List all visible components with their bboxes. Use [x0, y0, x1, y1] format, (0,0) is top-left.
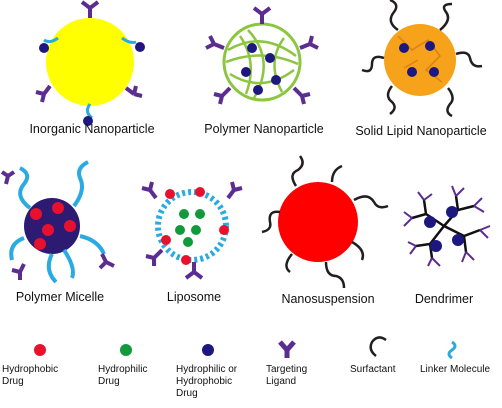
surfactant [361, 0, 483, 118]
legend-line: Linker Molecule [420, 364, 491, 375]
dendrimer-branches [411, 195, 481, 259]
legend-hydrophilic-drug: Hydrophilic Drug [98, 364, 147, 388]
targeting-ligand [213, 86, 232, 105]
surfactant-icon [369, 336, 387, 357]
label-polymer-micelle: Polymer Micelle [15, 290, 105, 304]
drug-molecule [265, 53, 275, 63]
legend-line: Hydrophilic [98, 364, 148, 375]
label-liposome: Liposome [166, 290, 222, 304]
linker-molecule [85, 103, 93, 120]
hydrophobic-drug [195, 187, 205, 197]
label-polymer-nanoparticle: Polymer Nanoparticle [204, 122, 324, 136]
label-inorganic-nanoparticle: Inorganic Nanoparticle [29, 122, 155, 136]
legend-line: Hydrophobic [176, 376, 233, 387]
drug-nanocrystal [278, 182, 358, 262]
drug-molecule [247, 43, 257, 53]
targeting-ligand [184, 262, 204, 280]
drug-molecule [42, 224, 54, 236]
linker-icon [447, 340, 457, 360]
hydrophilic-drug [183, 237, 193, 247]
drug-molecule [253, 85, 263, 95]
red-dot-icon [34, 344, 46, 356]
nanosuspension-illustration [261, 155, 389, 289]
hydrophobic-drug [165, 189, 175, 199]
hydrophobic-drug [161, 235, 171, 245]
targeting-ligand [205, 35, 225, 50]
solid-lipid-nanoparticle-illustration [361, 0, 483, 118]
targeting-ligand [11, 263, 26, 280]
targeting-ligand [98, 253, 115, 270]
targeting-ligand [0, 170, 16, 185]
targeting-ligand [124, 85, 143, 98]
targeting-ligand [35, 84, 52, 103]
drug-molecule [452, 234, 464, 246]
drug-molecule [424, 216, 436, 228]
targeting-ligand [141, 181, 158, 200]
drug-molecule [135, 42, 145, 52]
navy-dot-icon [202, 344, 214, 356]
legend-line: Targeting [266, 364, 308, 375]
legend-targeting-ligand: Targeting Ligand [266, 364, 307, 388]
legend-line: Hydrophobic [2, 364, 59, 375]
surfactant [261, 155, 389, 289]
drug-molecule [30, 208, 42, 220]
inorganic-nanoparticle-illustration [35, 0, 145, 126]
label-dendrimer: Dendrimer [414, 292, 474, 306]
targeting-ligand [80, 0, 100, 18]
drug-molecule [39, 43, 49, 53]
hydrophilic-drug [191, 225, 201, 235]
legend-line: Hydrophilic or [176, 364, 238, 375]
green-dot-icon [120, 344, 132, 356]
legend-hydrophilic-or-hydrophobic-drug: Hydrophilic or Hydrophobic Drug [176, 364, 237, 400]
drug-molecule [446, 206, 458, 218]
drug-molecule [271, 75, 281, 85]
drug-molecule [430, 240, 442, 252]
drug-molecule [407, 67, 417, 77]
legend-icons [34, 336, 457, 360]
dendrimer-illustration [403, 185, 491, 267]
inorganic-core [46, 18, 134, 106]
hydrophilic-drug [195, 209, 205, 219]
polymer-micelle-illustration [0, 160, 115, 284]
legend-line: Ligand [266, 376, 297, 387]
targeting-ligand [292, 86, 311, 105]
targeting-ligand [299, 35, 319, 50]
polymer-mesh [225, 29, 299, 99]
legend-line: Drug [2, 376, 24, 387]
legend-line: Surfactant [350, 364, 396, 375]
drug-molecule [64, 220, 76, 232]
hydrophobic-drug [219, 225, 229, 235]
drug-molecule [83, 116, 93, 126]
polymer-chain [9, 160, 106, 284]
legend-hydrophobic-drug: Hydrophobic Drug [2, 364, 58, 388]
targeting-ligand [145, 248, 164, 266]
legend-line: Drug [98, 376, 120, 387]
hydrophilic-drug [175, 225, 185, 235]
targeting-ligand [252, 6, 272, 24]
linker-molecule [43, 36, 59, 44]
drug-molecule [425, 41, 435, 51]
legend-linker-molecule: Linker Molecule [420, 364, 490, 376]
hydrophobic-drug [181, 255, 191, 265]
drug-molecule [241, 67, 251, 77]
drug-molecule [52, 202, 64, 214]
liposome-illustration [141, 181, 243, 280]
linker-molecule [121, 36, 137, 44]
y-ligand-icon [278, 340, 296, 358]
hydrophilic-drug [179, 209, 189, 219]
label-solid-lipid-nanoparticle: Solid Lipid Nanoparticle [355, 124, 487, 138]
terminal-groups [403, 185, 491, 267]
drug-molecule [399, 43, 409, 53]
solid-lipid-core [384, 24, 456, 96]
targeting-ligand [226, 181, 243, 200]
drug-molecule [34, 238, 46, 250]
polymer-nanoparticle-illustration [205, 6, 319, 105]
drug-molecule [429, 67, 439, 77]
legend-surfactant: Surfactant [350, 364, 396, 376]
legend-line: Drug [176, 388, 198, 399]
label-nanosuspension: Nanosuspension [281, 292, 375, 306]
